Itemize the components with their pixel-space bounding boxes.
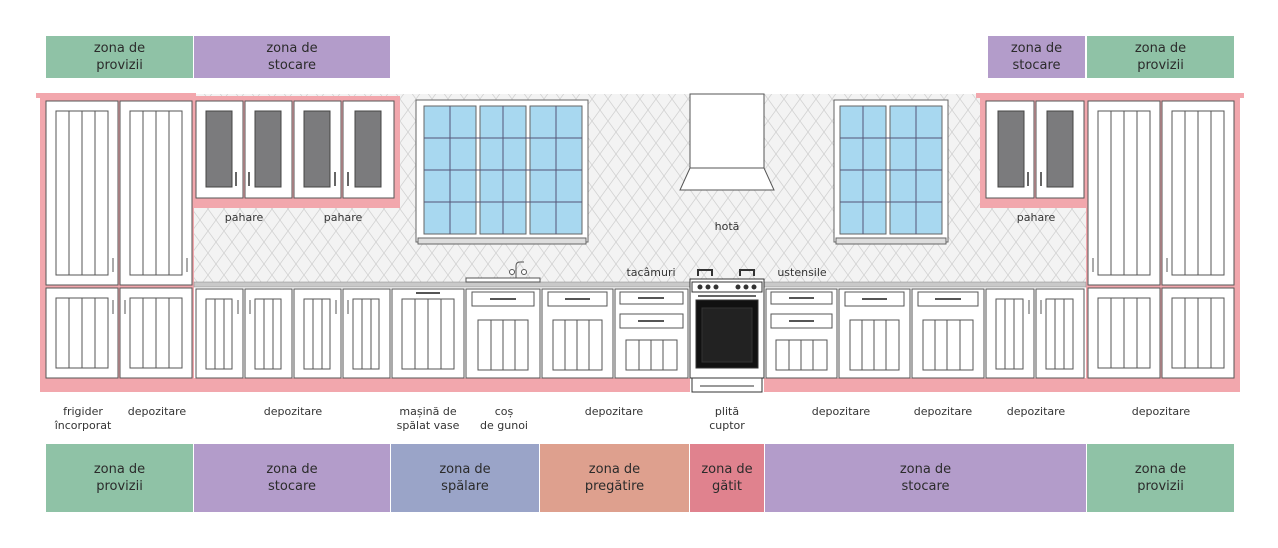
label-cutlery: tacâmuri [626, 266, 676, 279]
zone-bottom-cooking: zona de gătit [690, 444, 764, 512]
zone-bottom-provisions-left: zona de provizii [46, 444, 193, 512]
sink-faucet [465, 261, 541, 283]
zone-top-provisions-left: zona de provizii [46, 36, 193, 78]
label-trash: coș de gunoi [480, 405, 528, 432]
zone-bottom-storage-right: zona de stocare [765, 444, 1086, 512]
countertop [193, 281, 1087, 288]
tall-panel-grooves [55, 110, 188, 369]
label-fridge: frigider încorporat [54, 405, 112, 432]
window-left [415, 99, 589, 245]
label-storage-4: depozitare [811, 405, 871, 418]
label-storage-7: depozitare [1131, 405, 1191, 418]
base-cabinets [195, 288, 1085, 379]
zone-top-storage-left: zona de stocare [194, 36, 390, 78]
zone-bottom-washing: zona de spălare [391, 444, 539, 512]
base-cabinet-grooves [205, 291, 1074, 371]
upper-glass-cabinets-left [195, 100, 395, 199]
label-storage-1: depozitare [127, 405, 187, 418]
zone-bottom-storage-left: zona de stocare [194, 444, 390, 512]
range-hood [679, 93, 775, 191]
crown-left [36, 93, 196, 98]
tall-panel-grooves-right [1092, 110, 1225, 369]
label-glasses-1: pahare [224, 211, 264, 224]
label-glasses-2: pahare [323, 211, 363, 224]
zone-bottom-provisions-right: zona de provizii [1087, 444, 1234, 512]
label-storage-6: depozitare [1006, 405, 1066, 418]
crown-right [976, 93, 1244, 98]
label-glasses-3: pahare [1016, 211, 1056, 224]
plinth-left [40, 378, 690, 392]
label-storage-5: depozitare [913, 405, 973, 418]
label-dishwasher: mașină de spălat vase [396, 405, 460, 432]
window-right [833, 99, 949, 245]
label-hood: hotă [714, 220, 740, 233]
zone-top-provisions-right: zona de provizii [1087, 36, 1234, 78]
upper-glass-cabinets-right [985, 100, 1085, 199]
label-storage-3: depozitare [584, 405, 644, 418]
label-stove: plită cuptor [709, 405, 745, 432]
label-storage-2: depozitare [263, 405, 323, 418]
zone-top-storage-right: zona de stocare [988, 36, 1085, 78]
plinth-right [764, 378, 1240, 392]
stove-oven [689, 269, 765, 393]
label-utensils: ustensile [777, 266, 827, 279]
zone-bottom-preparation: zona de pregătire [540, 444, 689, 512]
